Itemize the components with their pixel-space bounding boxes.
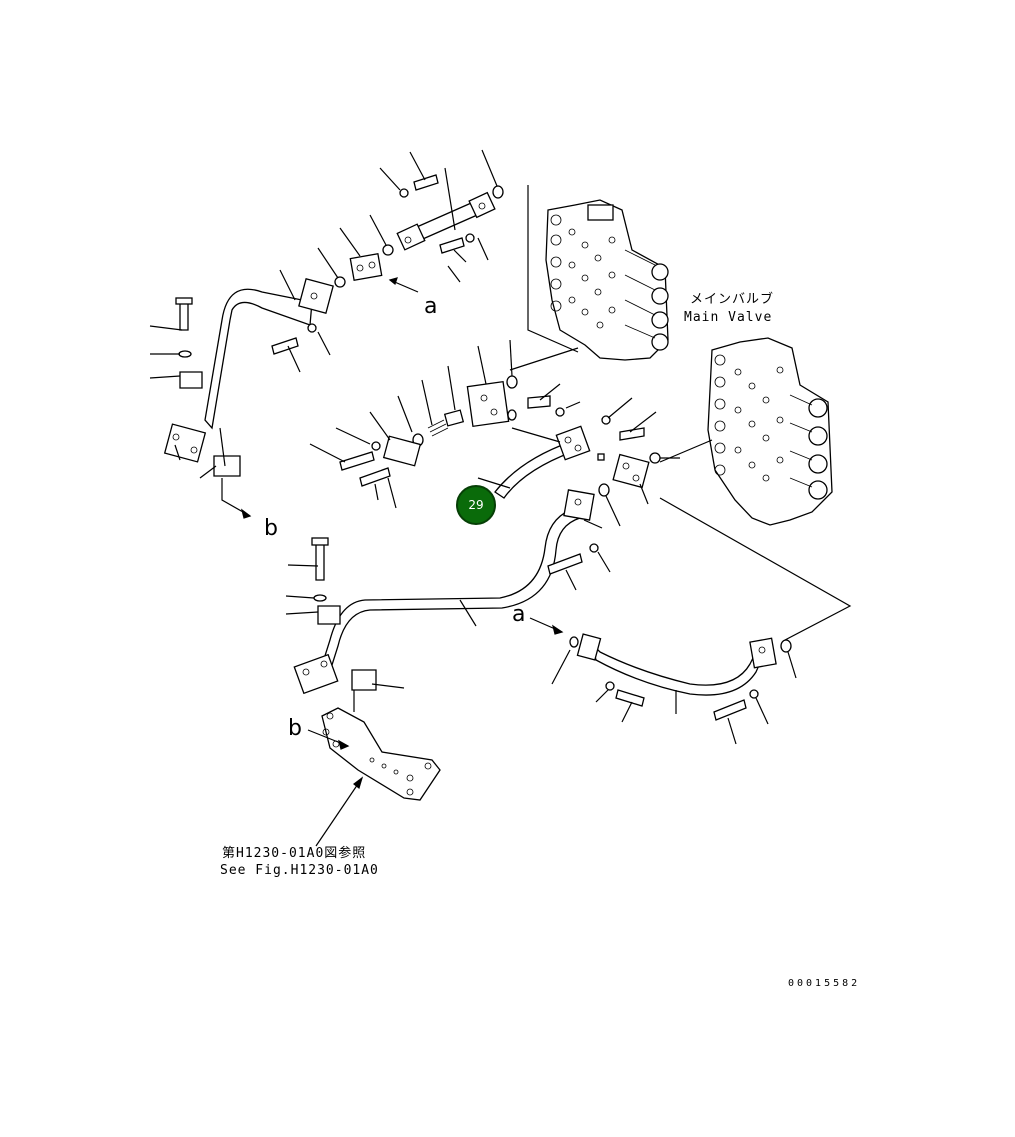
valve-leader-top bbox=[527, 185, 579, 353]
ref-a-mid: a bbox=[512, 602, 526, 627]
long-tube bbox=[293, 489, 599, 695]
valve-leader-lower bbox=[659, 497, 852, 641]
main-valve-label-en: Main Valve bbox=[684, 310, 773, 325]
main-valve-right bbox=[707, 337, 833, 526]
ref-b-bottom: b bbox=[288, 716, 302, 741]
valve-leader-mid bbox=[509, 347, 579, 371]
leaders-left bbox=[149, 269, 331, 519]
bracket-plate bbox=[307, 707, 441, 847]
valve-leader-right bbox=[659, 439, 713, 463]
see-fig-label-jp: 第H1230-01A0図参照 bbox=[222, 846, 367, 861]
leaders-long-tube bbox=[285, 519, 611, 712]
ref-b-left: b bbox=[264, 516, 278, 541]
main-valve-upper bbox=[545, 199, 669, 361]
leaders-right-tube bbox=[529, 617, 797, 745]
see-fig-label-en: See Fig.H1230-01A0 bbox=[220, 863, 379, 878]
left-tube bbox=[163, 278, 334, 477]
middle-parts bbox=[339, 375, 661, 497]
leaders-middle bbox=[309, 339, 680, 527]
ref-a-top: a bbox=[424, 294, 438, 319]
drawing-number: 00015582 bbox=[788, 978, 861, 989]
leaders-top bbox=[317, 149, 498, 283]
callout-29[interactable]: 29 bbox=[456, 485, 496, 525]
right-tube bbox=[569, 633, 792, 721]
top-tube bbox=[334, 174, 504, 293]
tube-29 bbox=[477, 425, 591, 499]
main-valve-label-jp: メインバルブ bbox=[690, 292, 775, 307]
